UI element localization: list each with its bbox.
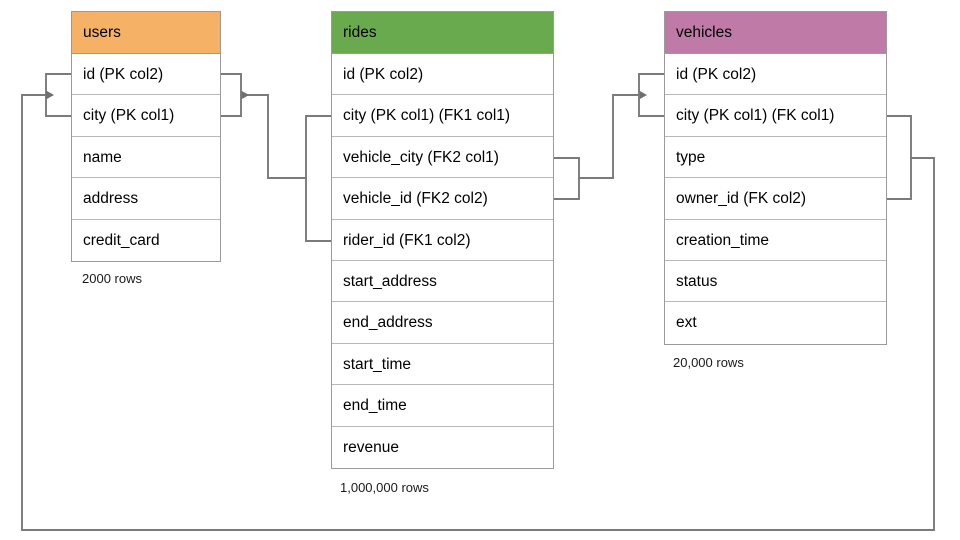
table-vehicles-column-ext[interactable]: ext xyxy=(665,302,886,344)
table-users-column-id[interactable]: id (PK col2) xyxy=(72,54,220,96)
users-left-bracket xyxy=(45,73,72,117)
fk3-vehicles-bracket xyxy=(886,115,912,200)
table-vehicles-column-type[interactable]: type xyxy=(665,136,886,179)
table-users[interactable]: users id (PK col2) city (PK col1) name a… xyxy=(71,11,221,262)
table-rides-column-id[interactable]: id (PK col2) xyxy=(332,54,553,96)
table-rides-column-end-time[interactable]: end_time xyxy=(332,385,553,427)
table-vehicles-column-creation-time[interactable]: creation_time xyxy=(665,219,886,261)
table-rides-column-vehicle-id[interactable]: vehicle_id (FK2 col2) xyxy=(332,178,553,220)
table-users-column-address[interactable]: address xyxy=(72,178,220,220)
table-rides-column-end-address[interactable]: end_address xyxy=(332,302,553,344)
table-users-rows-label: 2000 rows xyxy=(82,271,142,286)
table-vehicles-title: vehicles xyxy=(665,12,886,54)
vehicles-left-bracket xyxy=(638,73,665,117)
table-vehicles-rows-label: 20,000 rows xyxy=(673,355,744,370)
fk1-rides-bracket xyxy=(305,115,332,242)
table-vehicles-column-owner-id[interactable]: owner_id (FK col2) xyxy=(665,178,886,220)
table-rides-column-start-time[interactable]: start_time xyxy=(332,343,553,386)
users-right-bracket xyxy=(220,73,242,117)
table-users-column-credit-card[interactable]: credit_card xyxy=(72,219,220,261)
fk2-rides-bracket xyxy=(553,157,580,200)
table-vehicles-column-status[interactable]: status xyxy=(665,260,886,303)
table-rides-title: rides xyxy=(332,12,553,54)
table-rides-column-city[interactable]: city (PK col1) (FK1 col1) xyxy=(332,95,553,137)
table-rides[interactable]: rides id (PK col2) city (PK col1) (FK1 c… xyxy=(331,11,554,469)
table-users-title: users xyxy=(72,12,220,54)
table-users-column-name[interactable]: name xyxy=(72,136,220,179)
table-users-column-city[interactable]: city (PK col1) xyxy=(72,95,220,137)
table-rides-rows-label: 1,000,000 rows xyxy=(340,480,429,495)
table-vehicles-column-id[interactable]: id (PK col2) xyxy=(665,54,886,96)
table-vehicles[interactable]: vehicles id (PK col2) city (PK col1) (FK… xyxy=(664,11,887,345)
fk2-link xyxy=(578,90,647,179)
table-rides-column-rider-id[interactable]: rider_id (FK1 col2) xyxy=(332,219,553,261)
table-rides-column-vehicle-city[interactable]: vehicle_city (FK2 col1) xyxy=(332,136,553,179)
table-rides-column-start-address[interactable]: start_address xyxy=(332,260,553,303)
table-vehicles-column-city[interactable]: city (PK col1) (FK col1) xyxy=(665,95,886,137)
fk1-link xyxy=(240,90,307,179)
table-rides-column-revenue[interactable]: revenue xyxy=(332,426,553,468)
